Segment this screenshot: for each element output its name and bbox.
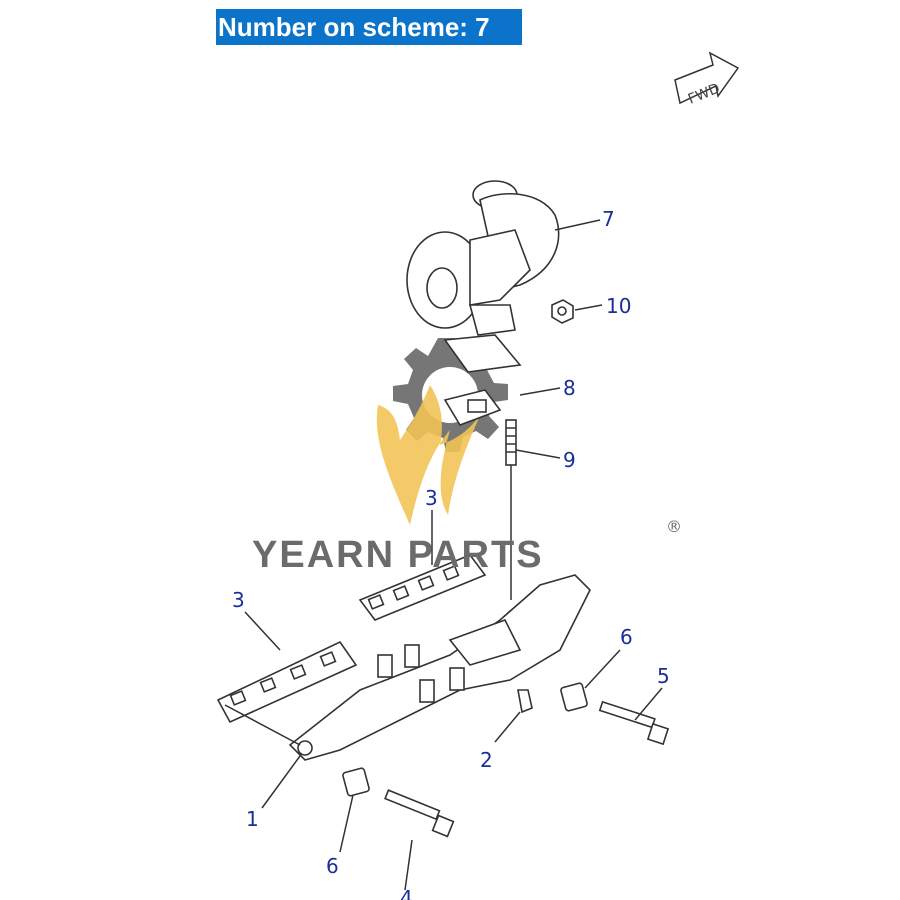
exhaust-manifold (288, 574, 591, 761)
turbocharger (406, 180, 560, 336)
nut (551, 299, 574, 324)
callout-2: 2 (480, 748, 493, 772)
callout-5: 5 (657, 664, 670, 688)
callout-3-upper: 3 (425, 486, 438, 510)
callout-7: 7 (602, 207, 615, 231)
stud (505, 419, 517, 600)
callout-1: 1 (246, 807, 259, 831)
callout-8: 8 (563, 376, 576, 400)
callout-9: 9 (563, 448, 576, 472)
callout-6-left: 6 (326, 854, 339, 878)
spacer-right (560, 682, 588, 712)
watermark-text: YEARN PARTS (252, 534, 544, 576)
plug (517, 689, 533, 714)
callout-3-lower: 3 (232, 588, 245, 612)
leader-lines (224, 219, 663, 891)
bolt-left (384, 789, 455, 838)
callout-6-right: 6 (620, 625, 633, 649)
gasket-hole (467, 399, 487, 413)
scheme-number-label: Number on scheme: 7 (216, 9, 522, 45)
forward-arrow-icon: FWD (674, 51, 740, 108)
spacer-left (342, 767, 370, 797)
manifold-gasket-lower (216, 640, 358, 724)
callout-10: 10 (606, 294, 631, 318)
callout-4: 4 (400, 886, 413, 900)
bolt-right (598, 700, 670, 746)
registered-mark: ® (666, 517, 682, 536)
turbo-flange (443, 334, 522, 373)
